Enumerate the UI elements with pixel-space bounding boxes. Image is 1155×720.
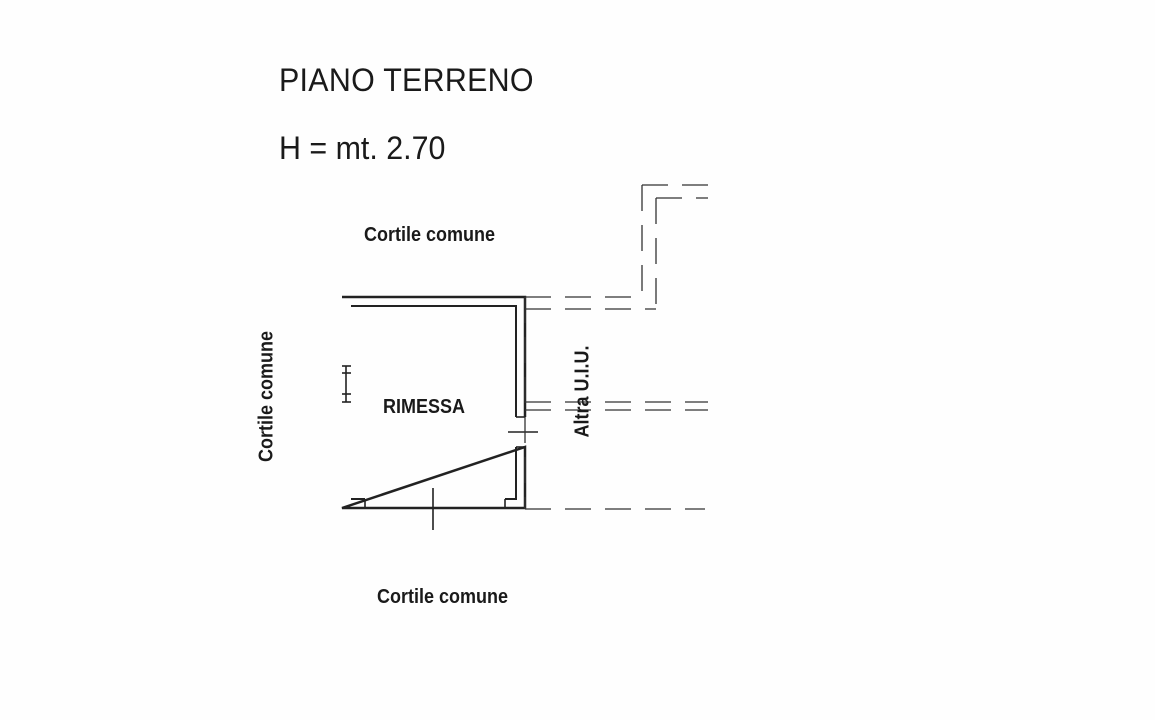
floor-title: PIANO TERRENO: [279, 62, 534, 98]
courtyard-label-left: Cortile comune: [255, 330, 278, 463]
left-window: [342, 365, 351, 403]
room-name: RIMESSA: [383, 396, 466, 418]
adjacent-unit-label: Altra U.I.U.: [571, 345, 594, 438]
right-door: [508, 416, 538, 448]
ceiling-height-label: H = mt. 2.70: [279, 130, 446, 166]
courtyard-label-bottom: Cortile comune: [377, 586, 509, 608]
room-inner-wall: [351, 305, 517, 500]
garage-opening: [364, 488, 506, 530]
courtyard-label-top: Cortile comune: [364, 224, 496, 246]
adjacent-boundary-lines: [524, 184, 708, 510]
